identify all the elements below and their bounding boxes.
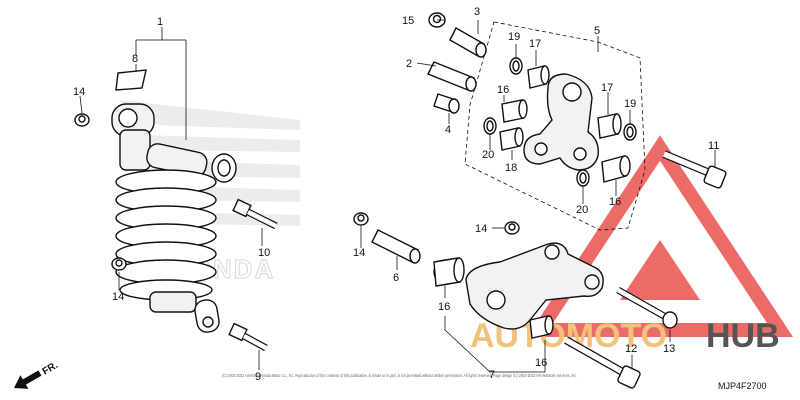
leader-lines <box>79 19 716 373</box>
cushion-connecting-rod <box>523 73 599 171</box>
label-15: 15 <box>402 15 414 27</box>
bolt-10 <box>232 198 278 230</box>
label-17a: 17 <box>529 38 541 50</box>
label-5: 5 <box>594 25 600 37</box>
copyright-notice: (C) 2003-2023 American Honda Motor Co., … <box>222 373 577 378</box>
bearing-17b <box>597 113 622 139</box>
bolt-13 <box>616 286 678 329</box>
bearing-16b <box>601 155 631 183</box>
bolt-12 <box>564 336 641 389</box>
label-19b: 19 <box>624 98 636 110</box>
label-16a: 16 <box>497 84 509 96</box>
collar-3 <box>449 27 487 58</box>
label-7: 7 <box>489 369 495 381</box>
label-4: 4 <box>445 124 451 136</box>
label-2: 2 <box>406 58 412 70</box>
label-19a: 19 <box>508 31 520 43</box>
bearing-16d <box>529 315 554 339</box>
fr-label: FR. <box>41 360 61 378</box>
bolt-9 <box>228 322 268 352</box>
seal-19b <box>623 123 637 141</box>
seal-20a <box>483 117 497 135</box>
bearing-18 <box>499 127 524 151</box>
part-labels: 1 8 14 10 14 9 15 3 2 4 5 19 17 16 17 19… <box>73 6 719 383</box>
collar-4 <box>433 93 460 114</box>
group-outline-5 <box>464 21 646 231</box>
label-3: 3 <box>474 6 480 18</box>
nut-14d <box>504 221 520 235</box>
label-16c: 16 <box>438 301 450 313</box>
bolt-11 <box>662 150 727 189</box>
label-12: 12 <box>625 343 637 355</box>
nut-14c <box>353 212 369 226</box>
shock-spring <box>115 169 217 301</box>
watermark-text-hub: HUB <box>706 317 780 355</box>
front-direction-arrow: FR. <box>14 360 61 389</box>
nut-14a <box>74 113 90 127</box>
label-14c: 14 <box>353 247 365 259</box>
diagram-code: MJP4F2700 <box>718 381 767 391</box>
label-10: 10 <box>258 247 270 259</box>
label-17b: 17 <box>601 82 613 94</box>
bearing-16c <box>433 257 465 287</box>
rear-shock-absorber <box>111 103 237 333</box>
bearing-16a <box>501 99 528 123</box>
collar-2 <box>427 61 477 92</box>
caution-label-sticker <box>115 69 147 91</box>
seal-19a <box>509 57 523 75</box>
seal-20b <box>576 169 590 187</box>
nut-14b <box>111 257 127 271</box>
label-20a: 20 <box>482 149 494 161</box>
label-11: 11 <box>708 140 719 152</box>
label-6: 6 <box>393 272 399 284</box>
bearing-17a <box>527 65 550 89</box>
label-8: 8 <box>132 53 138 65</box>
label-20b: 20 <box>576 204 588 216</box>
label-14d: 14 <box>475 223 487 235</box>
collar-6 <box>371 229 421 264</box>
watermark-triangle <box>527 135 793 337</box>
label-1: 1 <box>157 16 163 28</box>
label-18: 18 <box>505 162 517 174</box>
label-13: 13 <box>663 343 675 355</box>
label-16d: 16 <box>535 357 547 369</box>
label-14a: 14 <box>73 86 85 98</box>
label-9: 9 <box>255 371 261 383</box>
label-14b: 14 <box>112 291 124 303</box>
label-16b: 16 <box>609 196 621 208</box>
